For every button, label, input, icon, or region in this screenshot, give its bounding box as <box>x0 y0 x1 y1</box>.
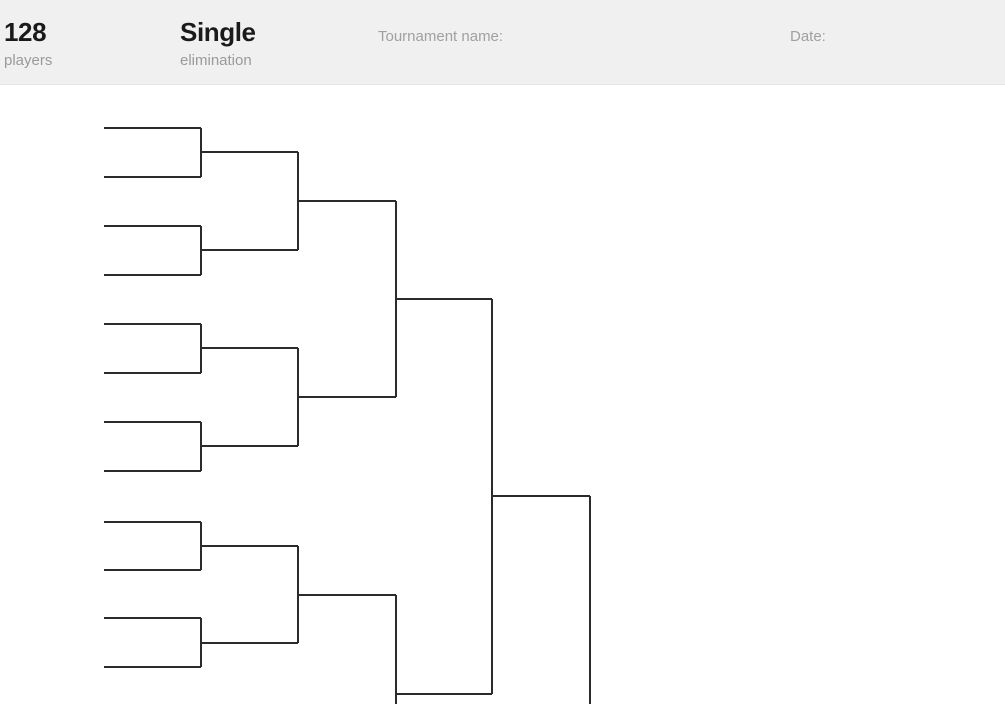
tournament-name-field[interactable]: Tournament name: <box>378 28 504 45</box>
player-count-value: 128 <box>4 17 47 47</box>
page-header: 128 players Single elimination Tournamen… <box>0 0 1005 85</box>
player-count-label: players <box>4 52 53 69</box>
player-count-block: 128 players <box>4 19 52 68</box>
format-subtitle: elimination <box>180 52 252 69</box>
format-name: Single <box>180 17 256 47</box>
bracket-diagram <box>104 127 591 704</box>
date-field[interactable]: Date: <box>790 28 826 45</box>
bracket-lines-group <box>104 127 591 704</box>
bracket-canvas[interactable] <box>0 85 1005 704</box>
format-block: Single elimination <box>180 19 256 68</box>
